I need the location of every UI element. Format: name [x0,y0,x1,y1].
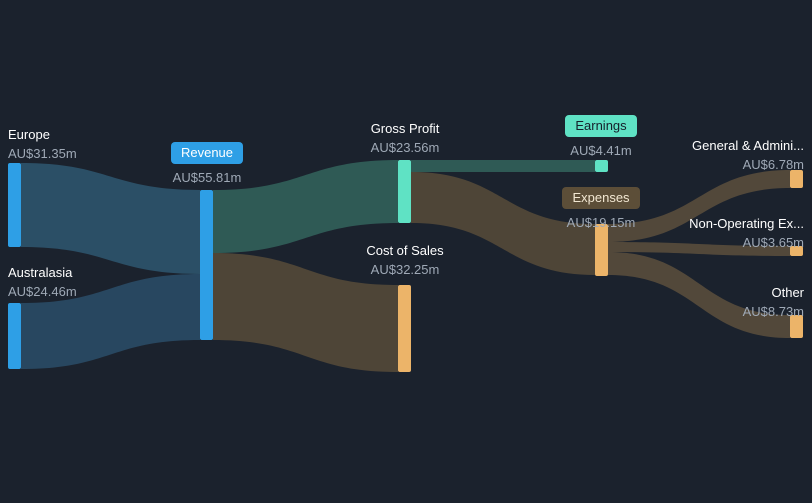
flow-gross_profit-expenses[interactable] [411,172,595,275]
flow-expenses-non_operating[interactable] [608,242,790,256]
node-non_operating[interactable] [790,246,803,256]
node-revenue[interactable] [200,190,213,340]
node-value: AU$31.35m [8,146,77,161]
node-value: AU$19.15m [566,215,636,230]
node-value: AU$6.78m [742,157,804,172]
label-non-operating: Non-Operating Ex... AU$3.65m [689,214,804,252]
label-europe: Europe AU$31.35m [8,125,77,163]
node-label: Cost of Sales [366,243,444,258]
flow-europe-revenue[interactable] [21,163,200,274]
revenue-pill[interactable]: Revenue [170,142,244,164]
flow-gross_profit-earnings[interactable] [411,160,595,172]
label-revenue: Revenue AU$55.81m [157,142,257,187]
node-value: AU$32.25m [370,262,440,277]
node-gross_profit[interactable] [398,160,411,223]
flow-australasia-revenue[interactable] [21,274,200,369]
node-value: AU$4.41m [570,143,632,158]
node-value: AU$23.56m [370,140,440,155]
node-label: General & Admini... [692,138,804,153]
label-australasia: Australasia AU$24.46m [8,263,77,301]
node-value: AU$8.73m [742,304,804,319]
node-earnings[interactable] [595,160,608,172]
flow-expenses-other[interactable] [608,252,790,338]
expenses-pill[interactable]: Expenses [562,187,640,209]
node-cost_of_sales[interactable] [398,285,411,372]
flow-expenses-general_admin[interactable] [608,170,790,242]
node-other[interactable] [790,315,803,338]
node-general_admin[interactable] [790,170,803,188]
label-other: Other AU$8.73m [743,283,804,321]
node-label: Europe [8,127,50,142]
node-value: AU$3.65m [742,235,804,250]
label-gross-profit: Gross Profit AU$23.56m [335,119,475,157]
node-label: Australasia [8,265,73,280]
node-australasia[interactable] [8,303,21,369]
flow-revenue-gross_profit[interactable] [213,160,398,253]
node-label: Gross Profit [370,121,440,136]
node-europe[interactable] [8,163,21,247]
earnings-pill[interactable]: Earnings [565,115,637,137]
node-value: AU$24.46m [8,284,77,299]
label-general-admin: General & Admini... AU$6.78m [692,136,804,174]
node-label: Non-Operating Ex... [689,216,804,231]
node-expenses[interactable] [595,224,608,276]
flow-revenue-cost_of_sales[interactable] [213,253,398,372]
node-label: Other [771,285,804,300]
label-expenses: Expenses AU$19.15m [551,187,651,232]
label-cost-of-sales: Cost of Sales AU$32.25m [335,241,475,279]
label-earnings: Earnings AU$4.41m [551,115,651,160]
node-value: AU$55.81m [172,170,242,185]
